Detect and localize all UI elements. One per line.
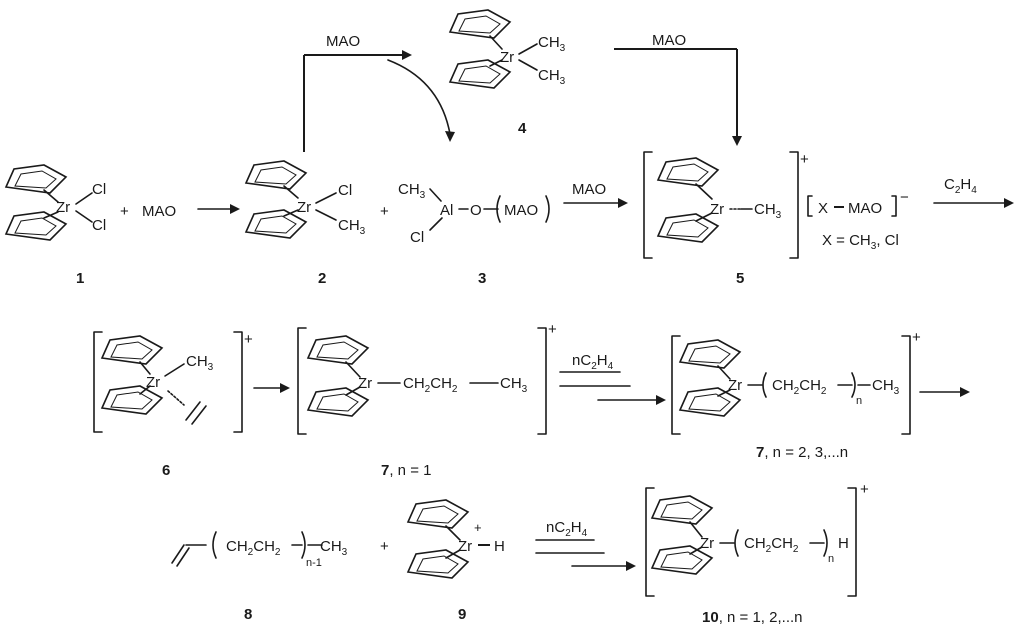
repeat-n: n	[828, 553, 834, 565]
compound-1-zirconocene-dichloride: Zr Cl Cl	[5, 164, 106, 241]
mao-unit: MAO	[504, 202, 538, 219]
ch3-group: CH3	[500, 375, 528, 395]
ch3-group: CH3	[186, 353, 214, 373]
ch3-group: CH3	[320, 538, 348, 558]
plus-charge: +	[912, 329, 921, 346]
zr-atom: Zr	[710, 201, 724, 218]
zr-atom: Zr	[728, 377, 742, 394]
mao-reagent-label: MAO	[326, 33, 360, 50]
branch-path-to-4	[303, 50, 412, 152]
h-atom: H	[494, 538, 505, 555]
compound-label-1: 1	[76, 270, 84, 287]
compound-5-cationic-zirconocene: Zr CH3 + X MAO − X = CH3, Cl	[643, 151, 909, 259]
cl-atom: Cl	[92, 181, 106, 198]
repeat-n-minus-1: n-1	[306, 557, 322, 569]
ch2-group: CH2CH2	[772, 377, 827, 397]
multi-step-arrow	[535, 539, 636, 571]
curved-arrow-to-3	[387, 59, 455, 142]
ch2-group: CH2CH2	[744, 535, 799, 555]
minus-charge: −	[900, 189, 909, 206]
ch3-group: CH3	[538, 67, 566, 87]
ch3-group: CH3	[538, 34, 566, 54]
reaction-arrow	[919, 387, 970, 397]
ch2-group: CH2CH2	[403, 375, 458, 395]
plus-charge: +	[548, 321, 557, 338]
branch-path-to-5	[614, 48, 742, 146]
compound-9-zirconocene-hydride: Zr + H	[407, 499, 505, 579]
o-atom: O	[470, 202, 482, 219]
compound-label-8: 8	[244, 606, 252, 623]
compound-label-7a: 7, n = 1	[381, 462, 431, 479]
compound-label-4: 4	[518, 120, 527, 137]
multi-step-arrow	[559, 371, 666, 405]
compound-7-n1-propyl: Zr CH2CH2 CH3 +	[297, 321, 557, 435]
mao-reagent-label: MAO	[652, 32, 686, 49]
cl-atom: Cl	[338, 182, 352, 199]
plus-charge: +	[474, 520, 482, 535]
compound-label-7b: 7, n = 2, 3,...n	[756, 444, 848, 461]
nc2h4-reagent-label: nC2H4	[546, 519, 588, 539]
nc2h4-reagent-label: nC2H4	[572, 352, 614, 372]
x-definition: X = CH3, Cl	[822, 232, 899, 252]
cl-atom: Cl	[410, 229, 424, 246]
reaction-arrow	[197, 204, 240, 214]
mao-reagent-label: MAO	[572, 181, 606, 198]
compound-label-2: 2	[318, 270, 326, 287]
zr-atom: Zr	[500, 49, 514, 66]
cl-atom: Cl	[92, 217, 106, 234]
plus-sign: +	[380, 203, 389, 220]
compound-label-9: 9	[458, 606, 466, 623]
zr-atom: Zr	[358, 375, 372, 392]
ch3-group: CH3	[872, 377, 900, 397]
compound-6-ethylene-complex: Zr CH3 +	[93, 331, 253, 433]
compound-10-polyethylene-chain: Zr CH2CH2 n H +	[645, 481, 869, 597]
plus-sign: +	[380, 538, 389, 555]
reaction-arrow	[933, 198, 1014, 208]
compound-3-methylaluminoxane: CH3 Al Cl O MAO	[398, 181, 550, 246]
repeat-n: n	[856, 395, 862, 407]
plus-charge: +	[860, 481, 869, 498]
ethylene-reagent-label: C2H4	[944, 176, 977, 196]
compound-label-6: 6	[162, 462, 170, 479]
mao-reactant: MAO	[142, 203, 176, 220]
ch3-group: CH3	[754, 201, 782, 221]
plus-sign: +	[120, 203, 129, 220]
compound-2-methyl-chloro-zirconocene: Zr Cl CH3	[245, 160, 366, 239]
zr-atom: Zr	[146, 374, 160, 391]
compound-label-10: 10, n = 1, 2,...n	[702, 609, 803, 626]
zr-atom: Zr	[700, 535, 714, 552]
plus-charge: +	[244, 331, 253, 348]
ch3-group: CH3	[398, 181, 426, 201]
reaction-arrow	[253, 383, 290, 393]
reaction-arrow	[563, 198, 628, 208]
zr-atom: Zr	[297, 199, 311, 216]
compound-label-5: 5	[736, 270, 744, 287]
zr-atom: Zr	[458, 538, 472, 555]
al-atom: Al	[440, 202, 453, 219]
h-atom: H	[838, 535, 849, 552]
x-atom: X	[818, 200, 828, 217]
plus-charge: +	[800, 151, 809, 168]
zr-atom: Zr	[56, 199, 70, 216]
compound-8-alpha-olefin: CH2CH2 n-1 CH3	[171, 531, 348, 569]
compound-7-polymer-chain: Zr CH2CH2 n CH3 +	[671, 329, 921, 435]
mao-anion: MAO	[848, 200, 882, 217]
ch2-group: CH2CH2	[226, 538, 281, 558]
ch3-group: CH3	[338, 217, 366, 237]
compound-label-3: 3	[478, 270, 486, 287]
compound-4-dimethyl-zirconocene: Zr CH3 CH3	[449, 9, 566, 89]
